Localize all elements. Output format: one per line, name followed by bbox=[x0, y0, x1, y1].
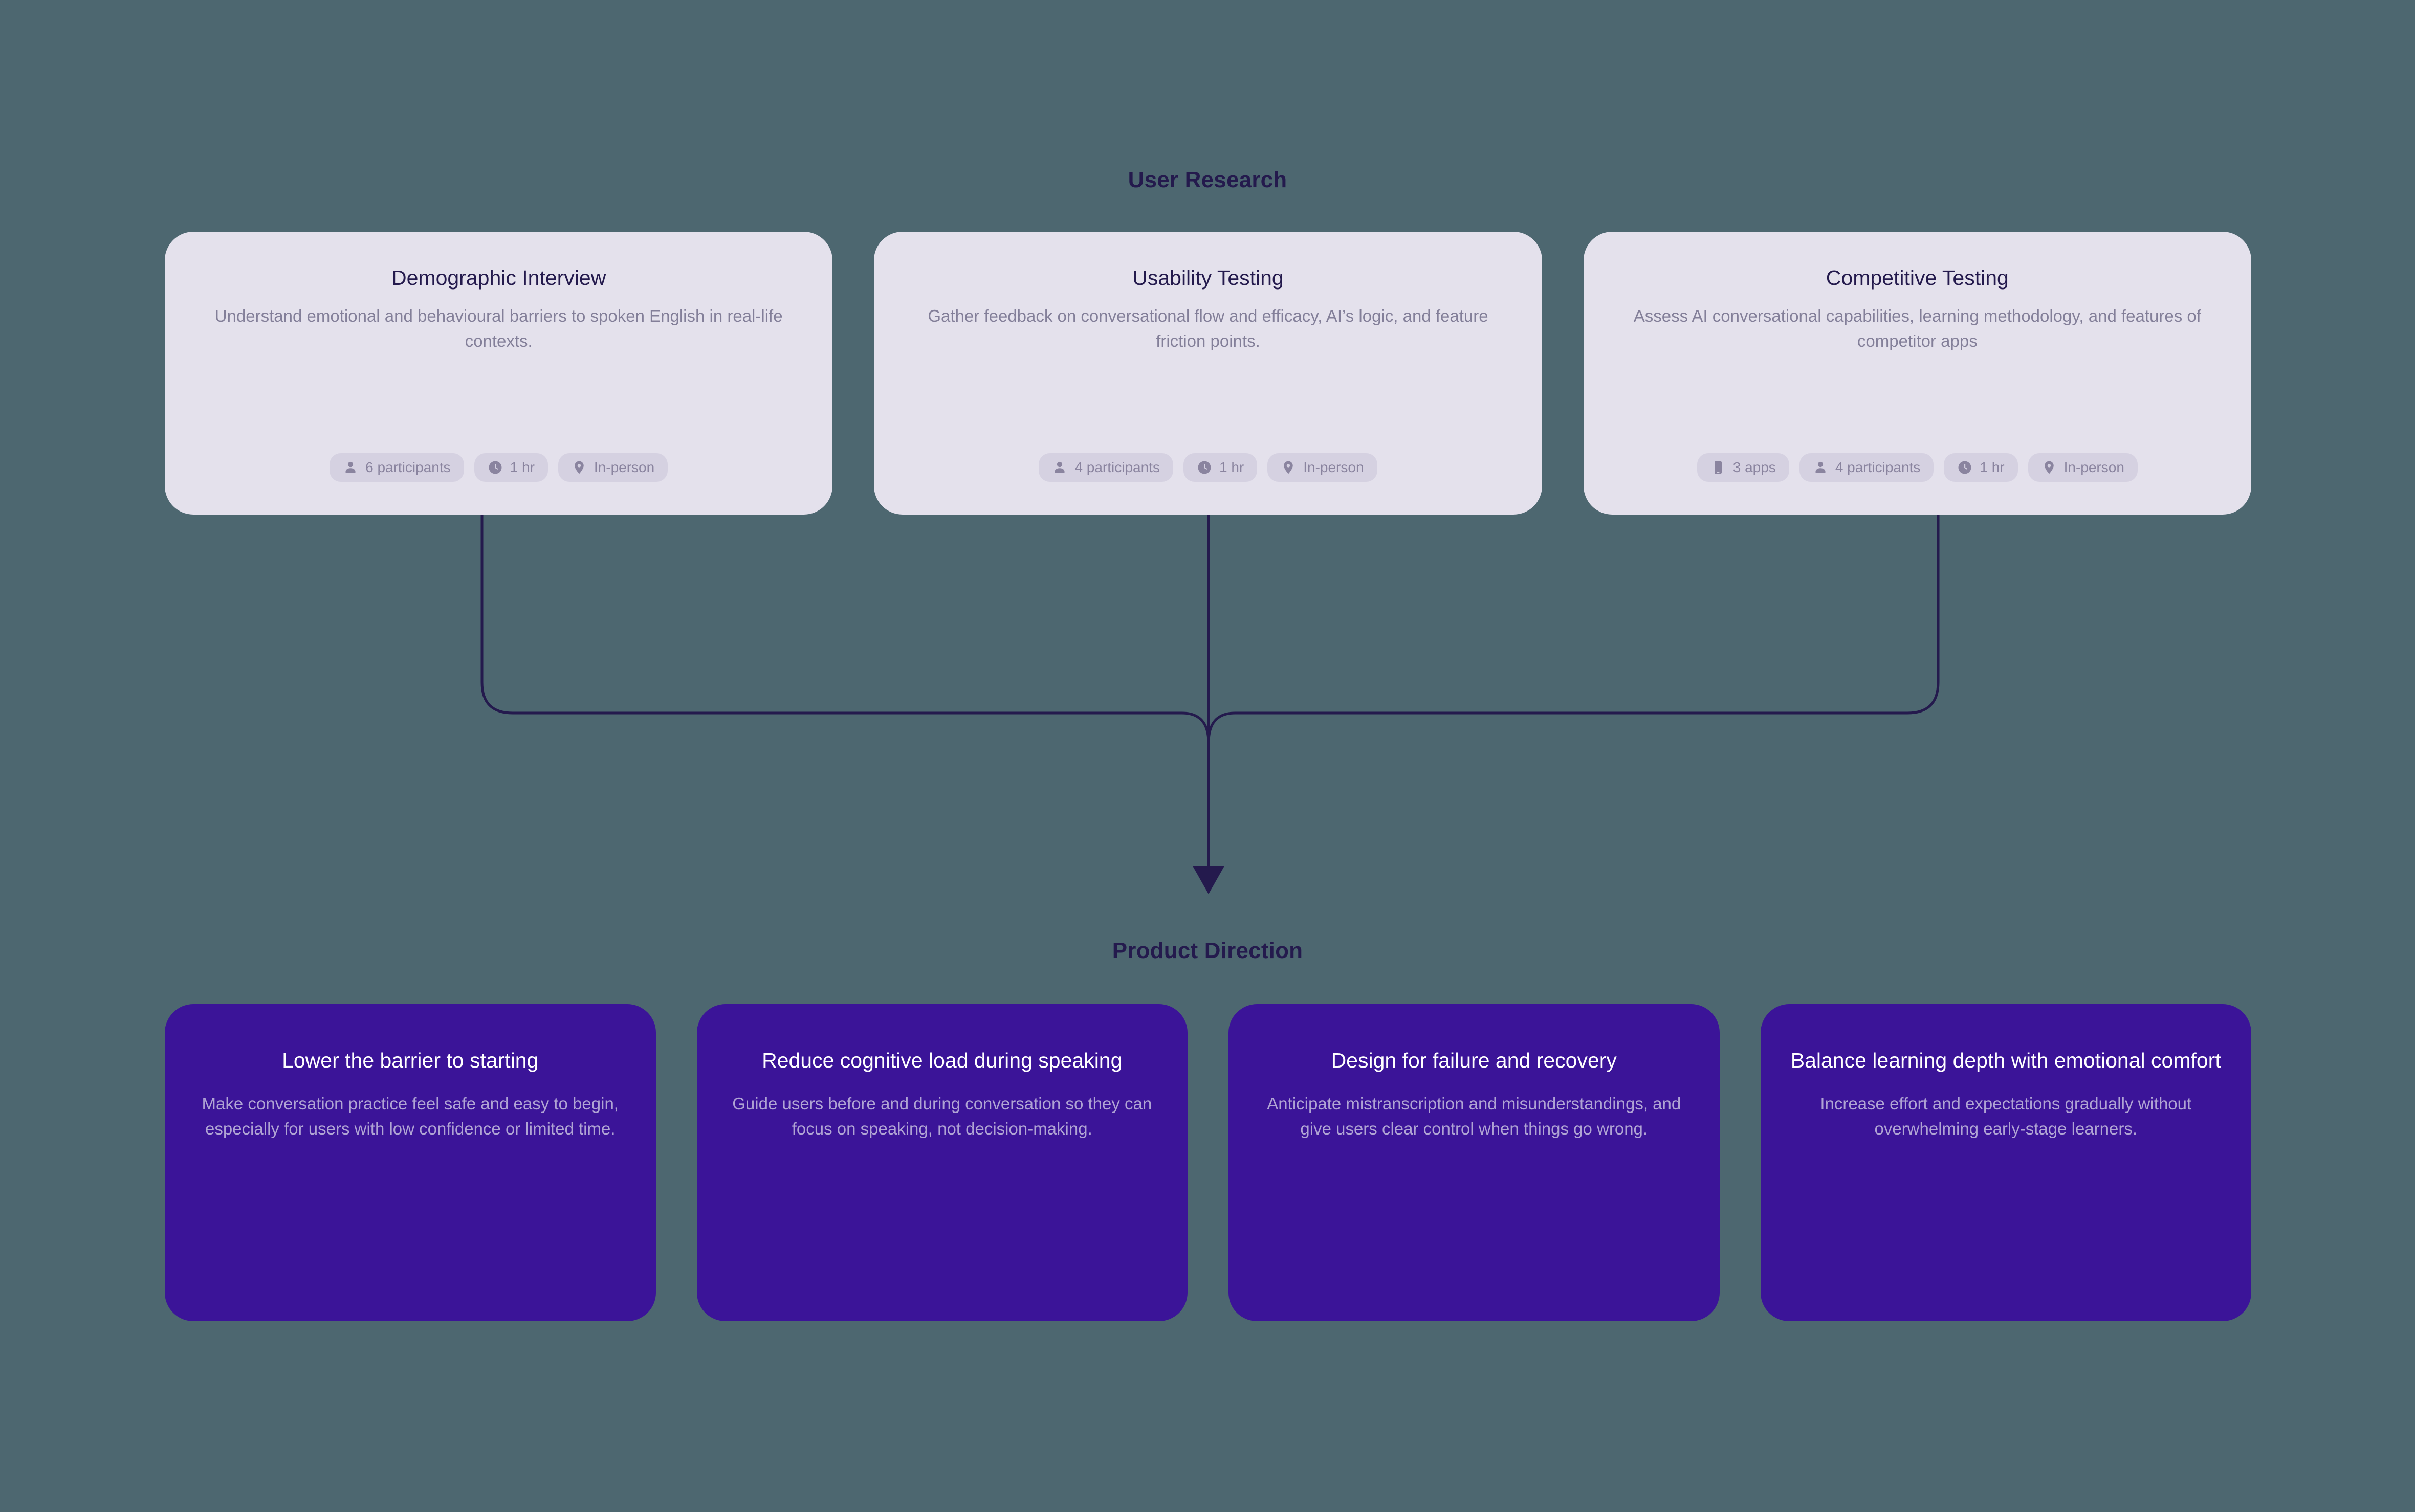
research-card-pill-row: 4 participants 1 hr In-person bbox=[1039, 453, 1377, 482]
metadata-pill-label: 4 participants bbox=[1835, 459, 1921, 475]
metadata-pill-label: 1 hr bbox=[510, 459, 535, 475]
metadata-pill[interactable]: 4 participants bbox=[1039, 453, 1173, 482]
direction-card[interactable]: Balance learning depth with emotional co… bbox=[1760, 1004, 2251, 1321]
direction-card-description: Anticipate mistranscription and misunder… bbox=[1267, 1094, 1681, 1139]
metadata-pill[interactable]: In-person bbox=[1267, 453, 1377, 482]
research-card-description: Understand emotional and behavioural bar… bbox=[214, 306, 783, 351]
metadata-pill[interactable]: 6 participants bbox=[330, 453, 464, 482]
research-card-description: Assess AI conversational capabilities, l… bbox=[1633, 306, 2201, 351]
metadata-pill-label: In-person bbox=[1303, 459, 1364, 475]
metadata-pill[interactable]: 3 apps bbox=[1697, 453, 1789, 482]
connector-arrowhead bbox=[1193, 866, 1224, 894]
metadata-pill-label: 4 participants bbox=[1074, 459, 1160, 475]
metadata-pill[interactable]: In-person bbox=[558, 453, 668, 482]
metadata-pill[interactable]: 1 hr bbox=[1183, 453, 1258, 482]
metadata-pill-label: 1 hr bbox=[1219, 459, 1244, 475]
direction-card-description: Make conversation practice feel safe and… bbox=[202, 1094, 619, 1139]
product-direction-section-title: Product Direction bbox=[1112, 938, 1303, 963]
direction-card-description: Increase effort and expectations gradual… bbox=[1820, 1094, 2192, 1139]
direction-card-title: Lower the barrier to starting bbox=[282, 1049, 539, 1072]
metadata-pill-label: 3 apps bbox=[1732, 459, 1776, 475]
research-card-description: Gather feedback on conversational flow a… bbox=[928, 306, 1488, 351]
metadata-pill[interactable]: 1 hr bbox=[474, 453, 548, 482]
connector-fillet-left bbox=[1181, 711, 1210, 743]
metadata-pill[interactable]: 1 hr bbox=[1944, 453, 2018, 482]
direction-card-title: Balance learning depth with emotional co… bbox=[1790, 1049, 2221, 1072]
direction-card-description: Guide users before and during conversati… bbox=[732, 1094, 1152, 1139]
connector-path-left bbox=[480, 515, 1182, 715]
user-research-section-title: User Research bbox=[1128, 167, 1287, 192]
research-card-title: Competitive Testing bbox=[1826, 266, 2009, 290]
research-card-title: Usability Testing bbox=[1132, 266, 1284, 290]
metadata-pill-label: 6 participants bbox=[365, 459, 451, 475]
clock-icon bbox=[488, 460, 503, 475]
metadata-pill[interactable]: In-person bbox=[2028, 453, 2138, 482]
clock-icon bbox=[1197, 460, 1212, 475]
person-icon bbox=[343, 460, 358, 475]
person-icon bbox=[1052, 460, 1067, 475]
person-icon bbox=[1813, 460, 1828, 475]
connector-path-right bbox=[1235, 515, 1940, 715]
metadata-pill-label: In-person bbox=[594, 459, 655, 475]
connector-fillet-right bbox=[1207, 711, 1236, 743]
clock-icon bbox=[1957, 460, 1972, 475]
direction-card-title: Reduce cognitive load during speaking bbox=[762, 1049, 1123, 1072]
research-card-title: Demographic Interview bbox=[391, 266, 606, 290]
location-pin-icon bbox=[572, 460, 587, 475]
metadata-pill-label: In-person bbox=[2063, 459, 2124, 475]
phone-icon bbox=[1710, 460, 1726, 475]
location-pin-icon bbox=[1281, 460, 1296, 475]
metadata-pill-label: 1 hr bbox=[1980, 459, 2005, 475]
research-card-pill-row: 6 participants 1 hr In-person bbox=[330, 453, 668, 482]
research-card-pill-row: 3 apps 4 participants 1 hr In-person bbox=[1697, 453, 2138, 482]
direction-card-title: Design for failure and recovery bbox=[1331, 1049, 1617, 1072]
location-pin-icon bbox=[2041, 460, 2057, 475]
metadata-pill[interactable]: 4 participants bbox=[1799, 453, 1934, 482]
